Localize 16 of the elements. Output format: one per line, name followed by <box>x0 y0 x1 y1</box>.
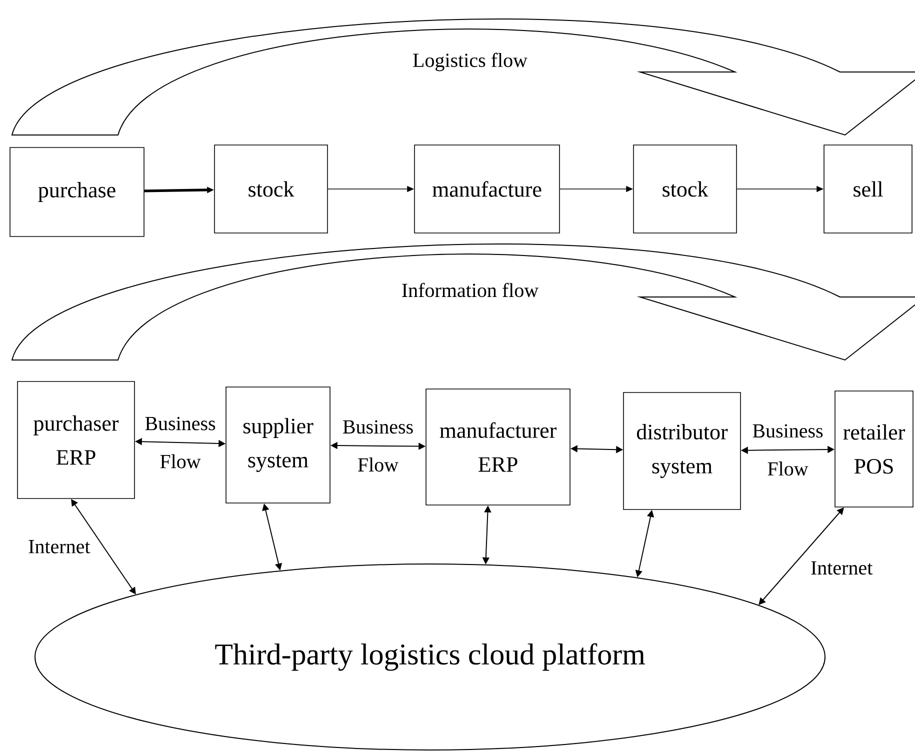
system-box: retailer POS <box>834 390 914 508</box>
edge-label: Business Flow <box>145 416 216 468</box>
flow-label: Information flow <box>402 282 539 298</box>
edge-label: Business Flow <box>752 424 823 476</box>
edge-label: Internet <box>27 539 92 554</box>
flow-label: Logistics flow <box>413 52 528 72</box>
process-box: manufacture <box>414 144 560 234</box>
system-box: purchaser ERP <box>17 381 135 499</box>
process-box: stock <box>633 144 737 234</box>
process-box: stock <box>214 144 328 234</box>
system-box: supplier system <box>226 386 330 504</box>
process-box: purchase <box>10 147 144 237</box>
process-box: sell <box>824 144 912 234</box>
edge-label: Business Flow <box>343 420 413 472</box>
system-box: manufacturer ERP <box>426 388 570 506</box>
system-box: distributor system <box>623 392 741 510</box>
